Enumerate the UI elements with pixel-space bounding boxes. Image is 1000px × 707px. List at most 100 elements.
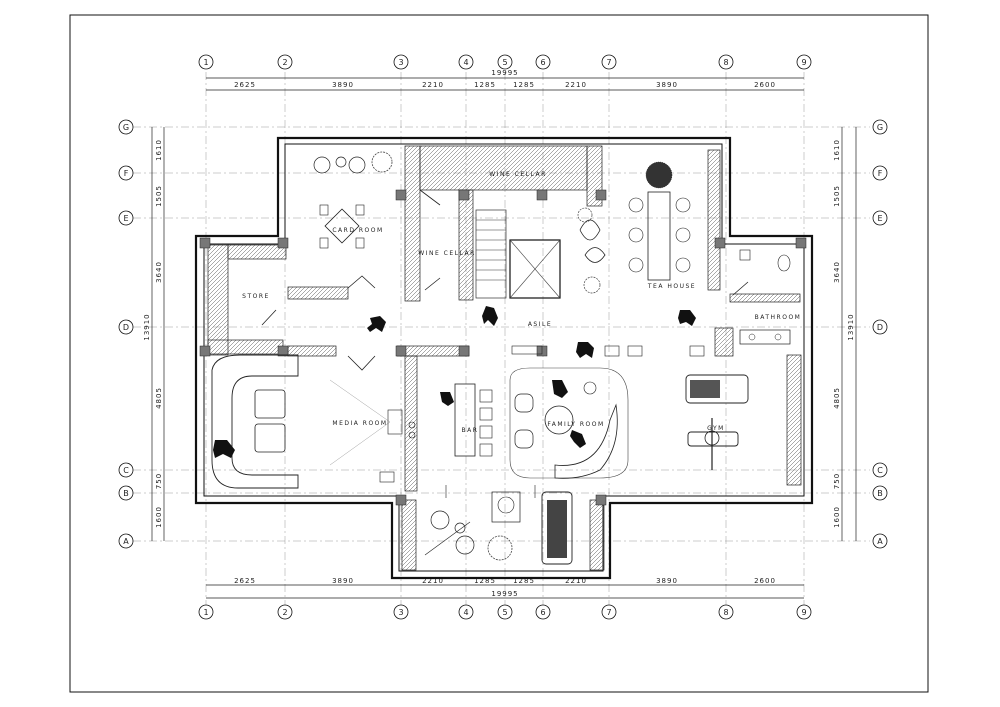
svg-text:1285: 1285 bbox=[513, 577, 535, 585]
media-room-furniture bbox=[211, 354, 403, 489]
svg-text:1600: 1600 bbox=[833, 506, 841, 528]
axis-bubble-E: E bbox=[118, 210, 134, 226]
axis-bubble-8-bottom: 8 bbox=[718, 604, 734, 620]
svg-text:E: E bbox=[123, 214, 128, 223]
svg-text:2625: 2625 bbox=[234, 577, 256, 585]
svg-text:19995: 19995 bbox=[491, 69, 518, 77]
axis-bubble-8: 8 bbox=[718, 54, 734, 70]
svg-text:4805: 4805 bbox=[155, 387, 163, 409]
svg-text:3890: 3890 bbox=[656, 81, 678, 89]
svg-text:D: D bbox=[123, 323, 129, 332]
svg-text:5: 5 bbox=[502, 58, 507, 67]
axis-bubble-D: D bbox=[118, 319, 134, 335]
svg-text:3: 3 bbox=[398, 58, 403, 67]
axis-bubble-G-right: G bbox=[872, 119, 888, 135]
label-bathroom: BATHROOM bbox=[755, 314, 802, 321]
right-dimension-chain: 13910 1610 1505 3640 4805 750 1600 bbox=[833, 127, 857, 541]
axis-bubble-3: 3 bbox=[393, 54, 409, 70]
doors bbox=[261, 189, 749, 371]
label-gym: GYM bbox=[707, 425, 725, 432]
svg-text:3890: 3890 bbox=[656, 577, 678, 585]
svg-text:1610: 1610 bbox=[833, 139, 841, 161]
label-wine-cellar-top: WINE CELLAR bbox=[489, 171, 546, 178]
svg-text:2600: 2600 bbox=[754, 81, 776, 89]
svg-text:F: F bbox=[124, 169, 129, 178]
svg-text:G: G bbox=[123, 123, 129, 132]
card-room-furniture bbox=[313, 151, 393, 249]
axis-bubble-C: C bbox=[118, 462, 134, 478]
svg-text:8: 8 bbox=[723, 608, 728, 617]
family-room-furniture bbox=[509, 367, 629, 479]
svg-text:3640: 3640 bbox=[155, 261, 163, 283]
axis-bubble-E-right: E bbox=[872, 210, 888, 226]
axis-bubble-1: 1 bbox=[198, 54, 214, 70]
label-family-room: FAMILY ROOM bbox=[547, 421, 604, 428]
svg-text:4805: 4805 bbox=[833, 387, 841, 409]
bottom-dimension-chain: 19995 2625 3890 2210 1285 1285 2210 3890… bbox=[206, 577, 804, 599]
axis-bubble-4-bottom: 4 bbox=[458, 604, 474, 620]
svg-text:7: 7 bbox=[606, 58, 611, 67]
axis-bubble-7-bottom: 7 bbox=[601, 604, 617, 620]
svg-text:750: 750 bbox=[155, 473, 163, 489]
svg-text:13910: 13910 bbox=[143, 313, 151, 340]
svg-text:1610: 1610 bbox=[155, 139, 163, 161]
svg-text:7: 7 bbox=[606, 608, 611, 617]
people-figures bbox=[213, 306, 696, 458]
svg-text:6: 6 bbox=[540, 608, 545, 617]
label-media-room: MEDIA ROOM bbox=[332, 420, 387, 427]
svg-text:9: 9 bbox=[801, 608, 806, 617]
svg-text:13910: 13910 bbox=[847, 313, 855, 340]
svg-text:19995: 19995 bbox=[491, 590, 518, 598]
svg-text:5: 5 bbox=[502, 608, 507, 617]
svg-text:1285: 1285 bbox=[513, 81, 535, 89]
svg-text:1600: 1600 bbox=[155, 506, 163, 528]
axis-bubble-C-right: C bbox=[872, 462, 888, 478]
right-axis-bubbles: G F E D C B A bbox=[872, 119, 888, 549]
svg-text:6: 6 bbox=[540, 58, 545, 67]
axis-bubble-F: F bbox=[118, 165, 134, 181]
interior-walls bbox=[199, 145, 807, 571]
tea-house-furniture bbox=[577, 161, 691, 294]
svg-text:3: 3 bbox=[398, 608, 403, 617]
axis-bubble-7: 7 bbox=[601, 54, 617, 70]
left-dimension-chain: 13910 1610 1505 3640 4805 750 1600 bbox=[143, 127, 165, 541]
axis-bubble-3-bottom: 3 bbox=[393, 604, 409, 620]
axis-bubble-A: A bbox=[118, 533, 134, 549]
axis-bubble-5-bottom: 5 bbox=[497, 604, 513, 620]
svg-text:2210: 2210 bbox=[422, 577, 444, 585]
axis-bubble-9: 9 bbox=[796, 54, 812, 70]
svg-text:E: E bbox=[877, 214, 882, 223]
svg-text:2600: 2600 bbox=[754, 577, 776, 585]
axis-bubble-6: 6 bbox=[535, 54, 551, 70]
svg-text:1: 1 bbox=[203, 608, 208, 617]
axis-bubble-B-right: B bbox=[872, 485, 888, 501]
svg-text:C: C bbox=[877, 466, 883, 475]
sheet-border bbox=[69, 14, 929, 693]
axis-bubble-6-bottom: 6 bbox=[535, 604, 551, 620]
svg-text:F: F bbox=[878, 169, 883, 178]
svg-text:B: B bbox=[123, 489, 129, 498]
svg-text:2625: 2625 bbox=[234, 81, 256, 89]
bar-furniture bbox=[408, 345, 705, 457]
axis-bubble-2: 2 bbox=[277, 54, 293, 70]
svg-text:1285: 1285 bbox=[474, 81, 496, 89]
label-asile: ASILE bbox=[528, 321, 552, 328]
label-wine-cellar-side: WINE CELLAR bbox=[418, 250, 475, 257]
axis-bubble-B: B bbox=[118, 485, 134, 501]
label-tea-house: TEA HOUSE bbox=[647, 283, 696, 290]
svg-text:2: 2 bbox=[282, 608, 287, 617]
svg-text:4: 4 bbox=[463, 58, 468, 67]
axis-bubble-2-bottom: 2 bbox=[277, 604, 293, 620]
gym-equipment bbox=[491, 374, 749, 565]
left-axis-bubbles: G F E D C B A bbox=[118, 119, 134, 549]
svg-text:D: D bbox=[877, 323, 883, 332]
svg-text:2: 2 bbox=[282, 58, 287, 67]
axis-bubble-4: 4 bbox=[458, 54, 474, 70]
svg-text:2210: 2210 bbox=[565, 577, 587, 585]
axis-bubble-D-right: D bbox=[872, 319, 888, 335]
svg-text:1505: 1505 bbox=[155, 185, 163, 207]
svg-text:3640: 3640 bbox=[833, 261, 841, 283]
svg-text:1: 1 bbox=[203, 58, 208, 67]
room-labels: CARD ROOM WINE CELLAR WINE CELLAR TEA HO… bbox=[242, 171, 802, 434]
